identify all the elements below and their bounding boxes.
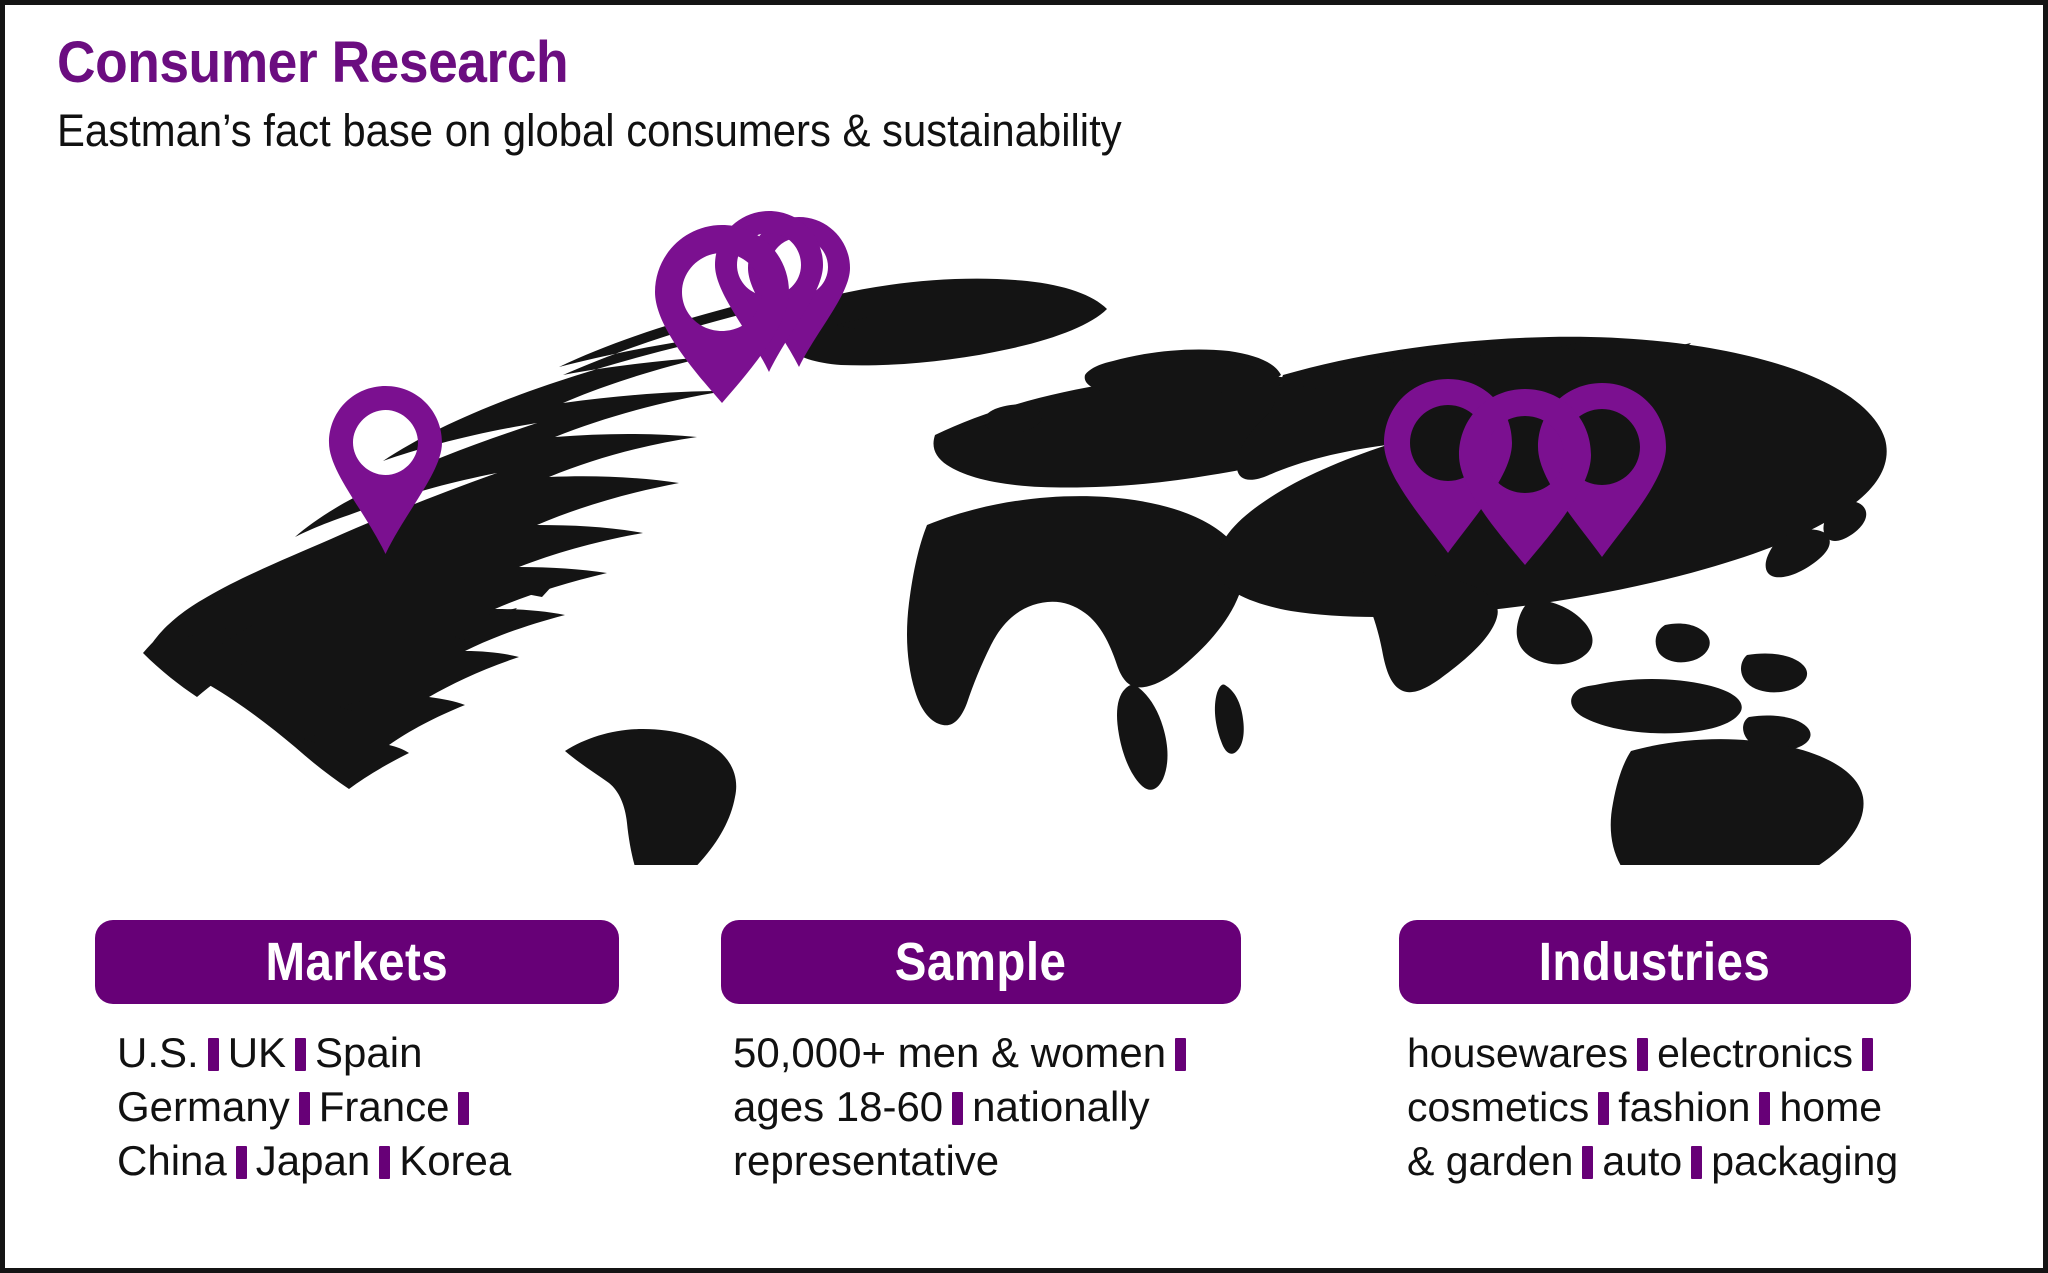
panel-markets-body: U.S. UK Spain Germany France China Japan Kore… bbox=[95, 1026, 637, 1188]
panel-markets-line-1: U.S. UK Spain bbox=[117, 1026, 637, 1080]
panel-sample-line-3: representative bbox=[733, 1134, 1253, 1188]
world-map-graphic bbox=[135, 185, 1935, 865]
map-pin-icon bbox=[329, 386, 442, 554]
panel-industries-header: Industries bbox=[1399, 920, 1911, 1004]
industry-item: auto bbox=[1602, 1138, 1683, 1184]
industry-item: home bbox=[1779, 1084, 1883, 1130]
market-item: UK bbox=[227, 1029, 287, 1076]
market-item: Spain bbox=[315, 1029, 423, 1076]
panel-markets-header: Markets bbox=[95, 920, 619, 1004]
separator-bar-icon bbox=[1759, 1092, 1771, 1125]
page-title: Consumer Research bbox=[57, 30, 569, 95]
industry-item: packaging bbox=[1711, 1138, 1899, 1184]
asia-pin-cluster bbox=[1380, 375, 1670, 565]
panel-sample-body: 50,000+ men & women ages 18-60 nationally… bbox=[721, 1026, 1253, 1188]
panel-sample: Sample 50,000+ men & women ages 18-60 nat… bbox=[721, 920, 1241, 1188]
slide-header: Consumer Research Eastman’s fact base on… bbox=[57, 31, 1657, 159]
separator-bar-icon bbox=[379, 1146, 391, 1179]
page-subtitle: Eastman’s fact base on global consumers … bbox=[57, 105, 1122, 156]
separator-bar-icon bbox=[1598, 1092, 1610, 1125]
sample-item: ages 18-60 bbox=[733, 1083, 944, 1130]
market-item: Japan bbox=[255, 1137, 371, 1184]
industry-item: electronics bbox=[1657, 1030, 1854, 1076]
panel-industries-line-1: housewares electronics bbox=[1407, 1026, 2007, 1080]
separator-bar-icon bbox=[952, 1092, 964, 1125]
panel-markets-line-2: Germany France bbox=[117, 1080, 637, 1134]
separator-bar-icon bbox=[1691, 1146, 1703, 1179]
separator-bar-icon bbox=[458, 1092, 470, 1125]
industry-item: fashion bbox=[1618, 1084, 1751, 1130]
panel-industries-line-2: cosmetics fashion home bbox=[1407, 1080, 2007, 1134]
market-item: China bbox=[117, 1137, 227, 1184]
north-america-pin bbox=[323, 380, 448, 560]
panel-markets-title: Markets bbox=[265, 932, 449, 992]
panel-sample-header: Sample bbox=[721, 920, 1241, 1004]
panel-sample-title: Sample bbox=[895, 932, 1067, 992]
industry-item: cosmetics bbox=[1407, 1084, 1590, 1130]
industry-item: housewares bbox=[1407, 1030, 1629, 1076]
panel-sample-line-1: 50,000+ men & women bbox=[733, 1026, 1253, 1080]
separator-bar-icon bbox=[1175, 1038, 1187, 1071]
sample-item: nationally bbox=[972, 1083, 1150, 1130]
separator-bar-icon bbox=[207, 1038, 219, 1071]
separator-bar-icon bbox=[298, 1092, 310, 1125]
separator-bar-icon bbox=[295, 1038, 307, 1071]
separator-bar-icon bbox=[1637, 1038, 1649, 1071]
market-item: Korea bbox=[399, 1137, 512, 1184]
separator-bar-icon bbox=[235, 1146, 247, 1179]
world-map-silhouette bbox=[143, 278, 1887, 865]
panel-markets-line-3: China Japan Korea bbox=[117, 1134, 637, 1188]
market-item: France bbox=[318, 1083, 450, 1130]
panel-industries-line-3: & garden auto packaging bbox=[1407, 1134, 2007, 1188]
map-pin-cluster-icon bbox=[1384, 379, 1666, 565]
panel-industries: Industries housewares electronics cosmeti… bbox=[1399, 920, 1911, 1188]
sample-item: representative bbox=[733, 1137, 1000, 1184]
europe-pin-cluster bbox=[647, 207, 877, 417]
industry-item: & garden bbox=[1407, 1138, 1574, 1184]
separator-bar-icon bbox=[1582, 1146, 1594, 1179]
panel-markets: Markets U.S. UK Spain Germany France China J… bbox=[95, 920, 619, 1188]
separator-bar-icon bbox=[1862, 1038, 1874, 1071]
panel-industries-title: Industries bbox=[1539, 932, 1771, 992]
market-item: Germany bbox=[117, 1083, 290, 1130]
info-panels: Markets U.S. UK Spain Germany France China J… bbox=[5, 920, 2043, 1250]
market-item: U.S. bbox=[117, 1029, 199, 1076]
sample-item: 50,000+ men & women bbox=[733, 1029, 1167, 1076]
map-pin-cluster-icon bbox=[655, 211, 850, 403]
panel-sample-line-2: ages 18-60 nationally bbox=[733, 1080, 1253, 1134]
